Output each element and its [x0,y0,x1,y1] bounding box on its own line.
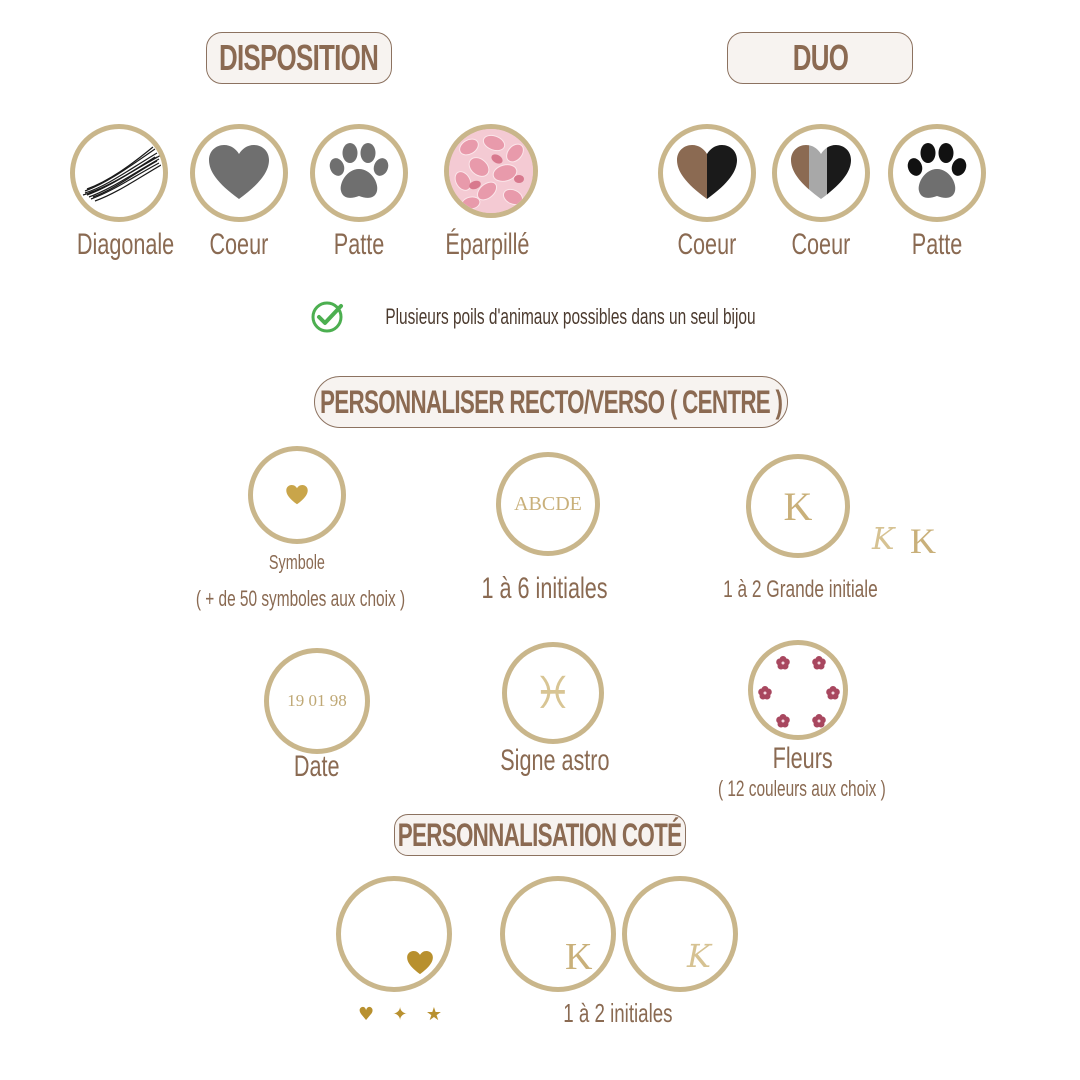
duo-coeur-label-1-text: Coeur [677,228,737,261]
recto-verso-header-text: PERSONNALISER RECTO/VERSO ( CENTRE ) [319,383,783,420]
note-text: Plusieurs poils d'animaux possibles dans… [300,304,840,330]
gold-heart-icon [407,951,433,975]
initiales-label: 1 à 6 initiales [440,572,650,606]
duo-coeur-option[interactable] [658,124,756,222]
cote-initiale-serif: K [565,936,593,978]
diagonale-option[interactable] [70,124,168,222]
duo-patte-label: Patte [876,228,998,262]
diagonale-label: Diagonale [58,228,180,262]
fleurs-label: Fleurs [742,742,864,776]
astro-label-text: Signe astro [500,744,610,777]
grande-extra-script: K [872,522,895,557]
duo-coeur-label-2: Coeur [760,228,882,262]
symbole-label-text: Symbole [268,552,326,574]
grande-initiale-option[interactable]: K [746,454,850,558]
patte-option[interactable] [310,124,408,222]
diagonale-label-text: Diagonale [76,228,175,261]
cote-initiales-label: 1 à 2 initiales [520,998,716,1029]
cote-initiale-serif-option[interactable]: K [500,876,616,992]
note-text-span: Plusieurs poils d'animaux possibles dans… [384,304,756,329]
symbole-sub-text: ( + de 50 symboles aux choix ) [195,586,405,611]
grande-initiale-label: 1 à 2 Grande initiale [680,576,920,604]
rose-petals-icon [449,129,533,213]
coeur-label: Coeur [178,228,300,262]
paw-icon [329,143,389,198]
initiales-sample: ABCDE [514,492,582,515]
duo-header: DUO [727,32,913,84]
cote-symbols-row: ♥ ✦ ★ [358,1004,442,1025]
grande-initiale-sample: K [783,483,813,529]
grande-initiale-label-text: 1 à 2 Grande initiale [722,576,878,603]
astro-option[interactable]: ♓ [502,642,604,744]
disposition-header: DISPOSITION [206,32,392,84]
recto-verso-header: PERSONNALISER RECTO/VERSO ( CENTRE ) [314,376,788,428]
duo-coeur-tri-option[interactable] [772,124,870,222]
date-label: Date [256,750,378,784]
date-sample: 19 01 98 [287,691,347,710]
fleurs-sub: ( 12 couleurs aux choix ) [672,776,932,802]
duo-coeur-label-2-text: Coeur [791,228,851,261]
disposition-header-text: DISPOSITION [219,37,379,78]
gold-heart-icon [286,485,308,505]
duo-patte-label-text: Patte [911,228,963,261]
sparkle-symbol-icon: ✦ [392,1004,408,1025]
duo-header-text: DUO [792,37,848,78]
tri-heart-icon [791,145,851,199]
heart-symbol-icon: ♥ [358,1004,375,1025]
cote-initiale-script-option[interactable]: K [622,876,738,992]
fleurs-option[interactable] [748,640,848,740]
check-circle-icon [311,301,343,333]
date-option[interactable]: 19 01 98 [264,648,370,754]
patte-label: Patte [298,228,420,262]
star-symbol-icon: ★ [425,1004,442,1025]
date-label-text: Date [294,750,340,783]
initiales-label-text: 1 à 6 initiales [481,572,609,605]
cote-initiale-script: K [687,937,711,975]
eparpille-option[interactable] [444,124,538,218]
eparpille-label: Éparpillé [426,228,548,262]
hair-strands-icon [82,146,161,202]
paw-duo-icon [907,143,967,198]
grande-extra-serif: K [910,521,936,561]
symbole-sub: ( + de 50 symboles aux choix ) [140,586,460,612]
duo-patte-option[interactable] [888,124,986,222]
astro-label: Signe astro [460,744,650,778]
cote-initiales-label-text: 1 à 2 initiales [563,998,673,1028]
cote-header: PERSONNALISATION COTÉ [394,814,686,856]
patte-label-text: Patte [333,228,385,261]
coeur-option[interactable] [190,124,288,222]
split-heart-icon [677,145,737,199]
symbole-option[interactable] [248,446,346,544]
fleurs-label-text: Fleurs [772,742,834,775]
cote-header-text: PERSONNALISATION COTÉ [398,816,682,853]
coeur-label-text: Coeur [209,228,269,261]
eparpille-label-text: Éparpillé [444,228,530,261]
fleurs-sub-text: ( 12 couleurs aux choix ) [718,776,886,801]
duo-coeur-label-1: Coeur [646,228,768,262]
astro-glyph: ♓ [533,667,573,719]
symbole-label: Symbole [236,552,358,575]
heart-icon [209,145,269,199]
flowers-ring-icon [758,656,840,728]
cote-symbole-option[interactable] [336,876,452,992]
initiales-option[interactable]: ABCDE [496,452,600,556]
